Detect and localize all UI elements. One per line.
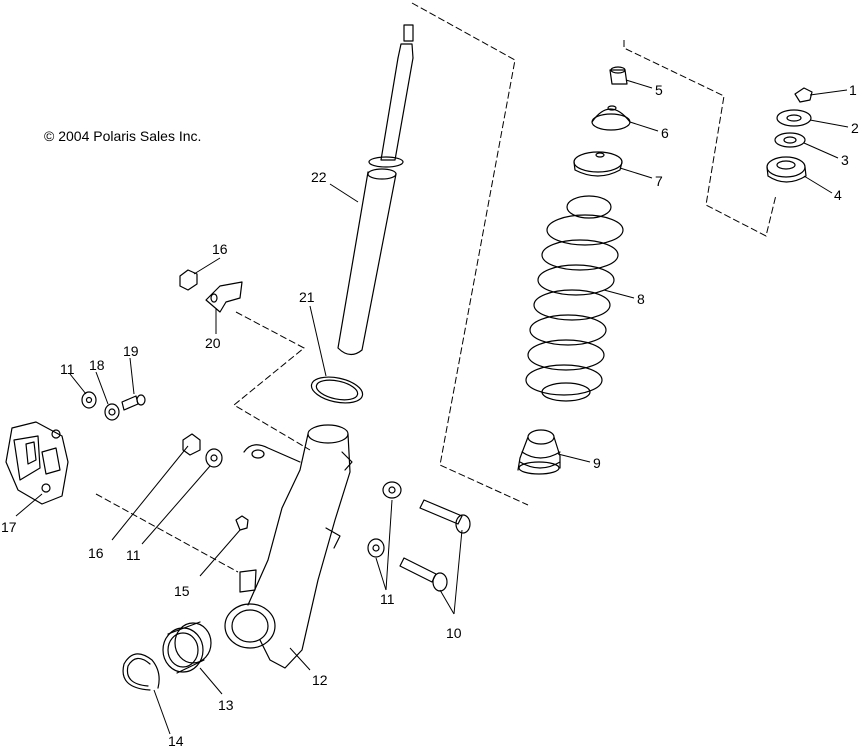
small-hardware (104, 269, 249, 531)
upper-cap (591, 105, 631, 131)
bump-stop (517, 429, 561, 475)
callout-10: 10 (446, 625, 462, 641)
callout-9: 9 (593, 455, 601, 471)
callout-4: 4 (834, 187, 842, 203)
coil-spring (525, 195, 624, 402)
callout-1: 1 (849, 82, 857, 98)
snap-ring (122, 653, 160, 691)
brake-caliper (5, 421, 69, 505)
callout-13: 13 (218, 697, 234, 713)
washers (81, 391, 402, 558)
callout-8: 8 (637, 291, 645, 307)
spring-seat (573, 151, 623, 177)
callout-11-left: 11 (60, 361, 75, 377)
callout-16-bottom: 16 (88, 545, 104, 561)
callout-3: 3 (841, 152, 849, 168)
callout-16-top: 16 (212, 241, 228, 257)
callout-6: 6 (661, 125, 669, 141)
callout-15: 15 (174, 583, 190, 599)
callout-11-right: 11 (380, 591, 395, 607)
callout-7: 7 (655, 173, 663, 189)
copyright-text: © 2004 Polaris Sales Inc. (44, 128, 201, 144)
callout-17: 17 (1, 519, 17, 535)
callout-14: 14 (168, 733, 184, 747)
callout-19: 19 (123, 343, 139, 359)
shock-absorber (337, 24, 414, 356)
callout-11-middle: 11 (126, 547, 141, 563)
callout-5: 5 (655, 82, 663, 98)
callout-21: 21 (299, 289, 315, 305)
upper-hardware (766, 87, 813, 183)
bearing (162, 621, 212, 674)
assembly-guide-lines (95, 2, 777, 573)
leader-lines (15, 79, 849, 735)
callout-2: 2 (851, 120, 859, 136)
callout-20: 20 (205, 335, 221, 351)
spindle (224, 424, 353, 669)
callout-labels: 1 2 3 4 5 6 7 8 9 10 11 11 11 12 13 14 1… (1, 82, 859, 749)
callout-12: 12 (312, 672, 328, 688)
callout-18: 18 (89, 357, 105, 373)
callout-22: 22 (311, 169, 327, 185)
bolts (399, 499, 471, 592)
top-nut (609, 66, 628, 85)
o-ring (310, 376, 364, 404)
